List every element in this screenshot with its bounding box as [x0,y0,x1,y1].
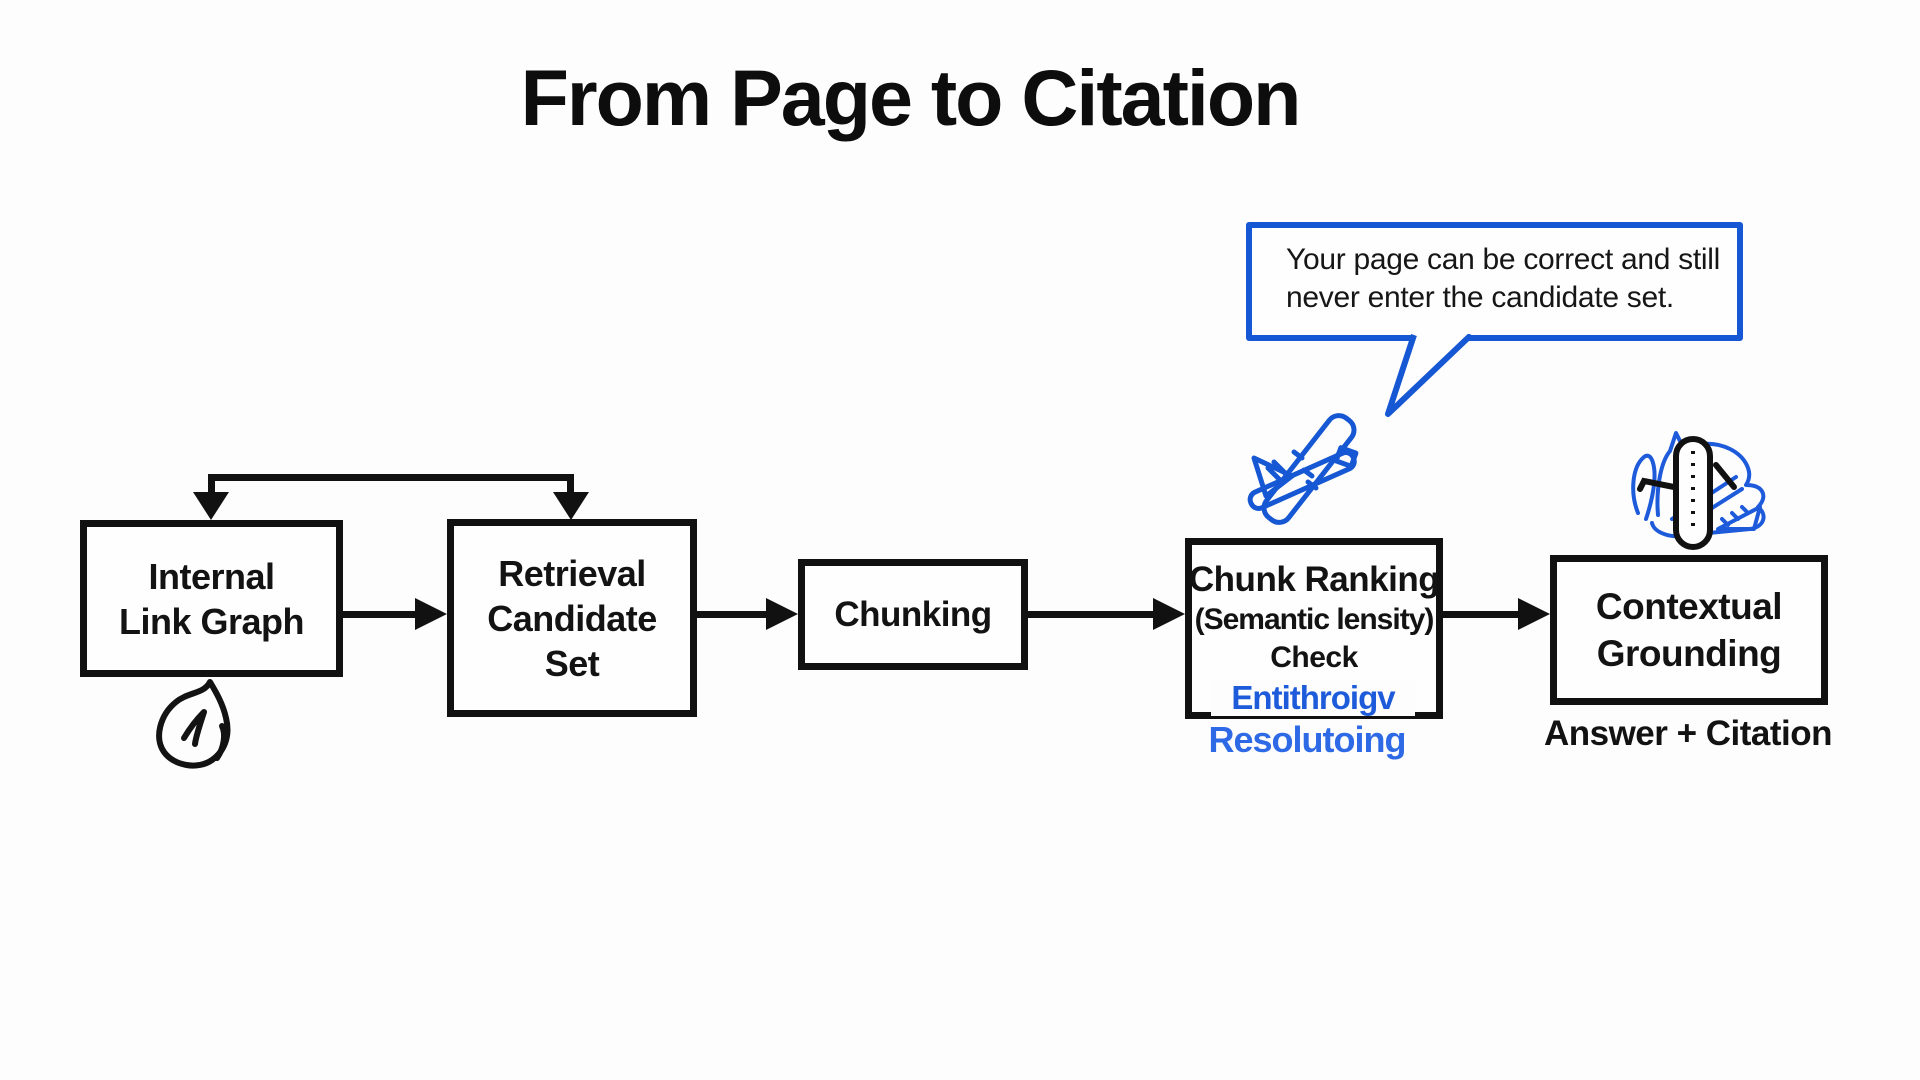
callout-line-2: never enter the candidate set. [1286,281,1674,314]
node-label-line: Check [1270,641,1358,674]
node-label-line: Set [544,642,600,684]
arrowhead-chunking-to-ranking-icon [1153,598,1185,630]
callout-line-1: Your page can be correct and still [1286,243,1720,276]
callout-text: Your page can be correct and still never… [1252,228,1737,317]
callout-bubble: Your page can be correct and still never… [1246,222,1743,341]
arrow-retrieval-to-chunking [697,611,768,618]
scribble-leaf-icon [156,679,231,769]
callout-tail [1385,334,1474,417]
arrow-ranking-to-grounding [1443,611,1520,618]
arrow-down-into-retrieval-icon [553,492,589,520]
node-label-line: Internal [148,555,275,597]
node-label-line: Candidate [487,597,657,639]
node-chunking: Chunking [798,559,1028,670]
arrowhead-ranking-to-grounding-icon [1518,598,1550,630]
ranking-blue-annotation-line-2: Resolutoing [1208,719,1407,760]
blue-ruler-tangle-doodle-icon [1631,431,1766,550]
node-retrieval-candidate-set: Retrieval Candidate Set [447,519,697,717]
node-label-line: Retrieval [498,552,646,594]
node-label-line: (Semantic lensity) [1194,603,1435,636]
arrowhead-retrieval-to-chunking-icon [766,598,798,630]
node-label-line: Contextual [1595,586,1783,627]
page-title: From Page to Citation [520,53,1302,142]
node-internal-link-graph: Internal Link Graph [80,520,343,677]
arrow-down-into-internal-icon [193,492,229,520]
blue-plane-doodle-icon [1247,413,1359,525]
ranking-blue-annotation-line-1: Entithroigv [1211,680,1415,716]
node-label-line: Link Graph [118,600,305,642]
top-connector-line [208,474,574,481]
node-label-line: Chunk Ranking [1188,560,1440,599]
arrow-internal-to-retrieval [343,611,417,618]
arrow-chunking-to-ranking [1028,611,1155,618]
top-connector-left-stub [208,474,215,496]
answer-citation-caption: Answer + Citation [1543,714,1833,753]
node-label-line: Chunking [834,594,992,634]
node-label-line: Grounding [1596,633,1782,674]
node-contextual-grounding: Contextual Grounding [1550,555,1828,705]
arrowhead-internal-to-retrieval-icon [415,598,447,630]
top-connector-right-stub [567,474,574,496]
